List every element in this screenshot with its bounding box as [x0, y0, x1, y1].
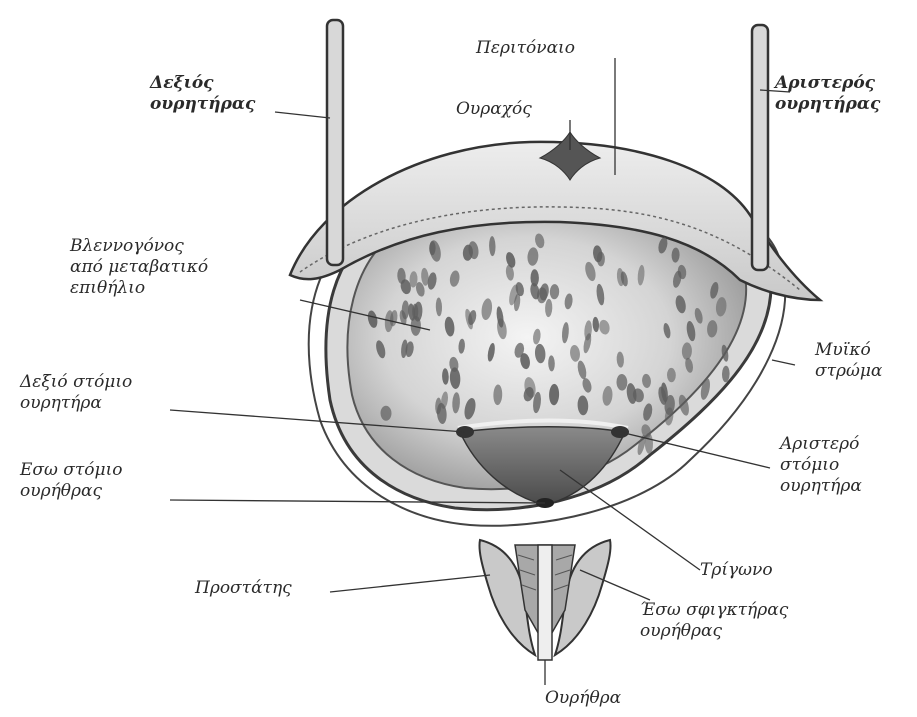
label-mucosa: Βλεννογόνοςαπό μεταβατικόεπιθήλιο: [70, 236, 208, 299]
right-ureter-tube: [327, 20, 343, 265]
label-urachus: Ουραχός: [456, 99, 532, 120]
label-urethra: Ουρήθρα: [545, 688, 621, 709]
label-trigone: Τρίγωνο: [700, 560, 773, 581]
label-prostate: Προστάτης: [195, 578, 292, 599]
urethra-channel: [538, 545, 552, 660]
left-ureter-tube: [752, 25, 768, 270]
label-peritoneum: Περιτόναιο: [476, 38, 575, 59]
